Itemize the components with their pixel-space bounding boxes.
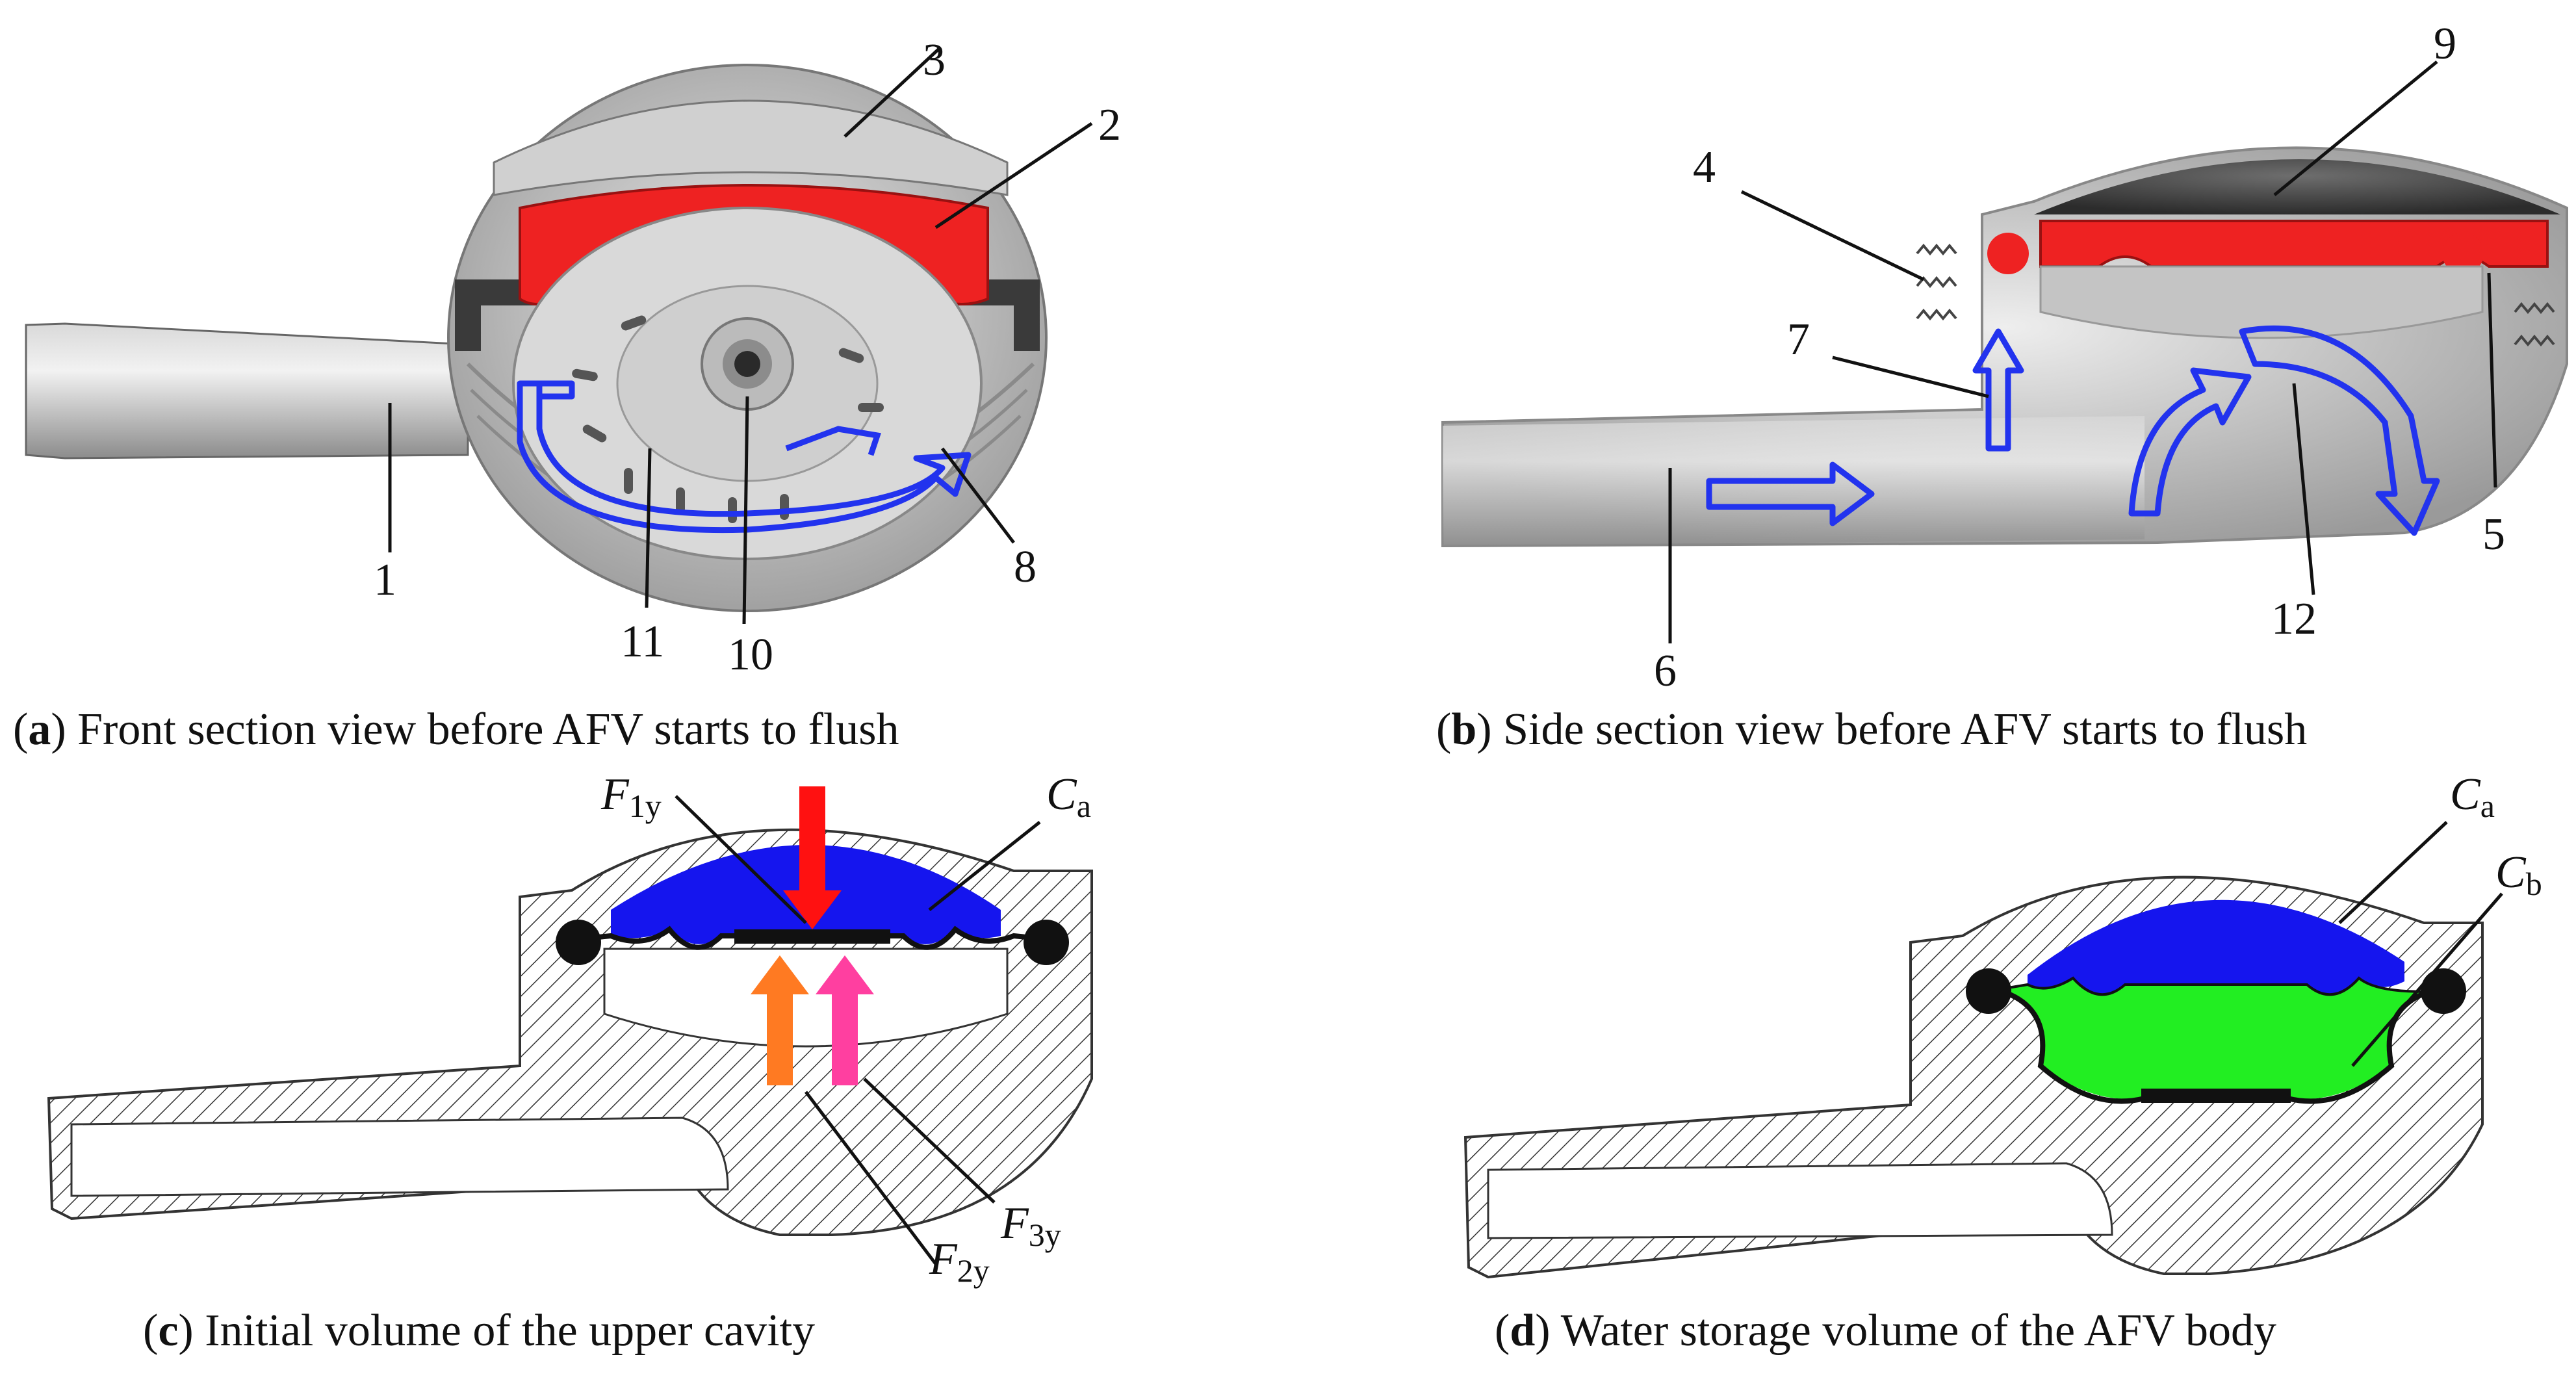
label-6: 6 [1654,646,1677,696]
caption-b-letter: b [1451,704,1476,755]
symbol-Ca-d: Ca [2450,769,2495,824]
symbol-F2y: F2y [929,1234,990,1289]
label-7: 7 [1787,315,1810,365]
caption-d-text: Water storage volume of the AFV body [1551,1306,2276,1356]
force-arrow-F1y [783,786,842,929]
caption-a-letter: a [28,704,51,755]
seal-ring-left [1987,233,2029,274]
symbol-Cb-d: Cb [2495,847,2542,902]
panel-d-water-storage: Ca Cb (d) Water storage volume of the AF… [1463,769,2542,1356]
upper-cavity-Ca-d [2028,899,2404,995]
label-2: 2 [1098,100,1121,150]
seal-left-c [556,920,601,965]
caption-b: (b) Side section view before AFV starts … [1436,704,2307,755]
caption-c-letter: c [158,1306,178,1356]
plate-d [2141,1089,2291,1103]
seal-ring-5 [2442,233,2484,274]
symbol-F1y: F1y [600,769,662,824]
symbol-F3y: F3y [1000,1198,1061,1253]
label-5: 5 [2482,510,2505,560]
symbol-Ca-c: Ca [1046,769,1091,824]
cavity-9 [2034,159,2560,214]
flow-arrow-inlet [1706,461,1875,526]
plate-c [734,929,890,944]
flow-arrow-curve [2128,367,2252,517]
label-4: 4 [1693,142,1716,192]
label-12: 12 [2271,594,2317,644]
label-1: 1 [374,555,396,605]
caption-a-text: Front section view before AFV starts to … [66,704,899,755]
caption-b-text: Side section view before AFV starts to f… [1492,704,2308,755]
panel-c-upper-cavity: F1y Ca F2y F3y (c) Initial volume of the… [47,769,1093,1356]
caption-a: (a) Front section view before AFV starts… [13,704,899,755]
panel-a-front-section: 3 2 1 8 11 10 (a) Front section view bef… [13,35,1121,755]
force-arrow-F2y [751,955,809,1085]
seal-right-c [1024,920,1069,965]
caption-c: (c) Initial volume of the upper cavity [143,1306,815,1356]
caption-d-letter: d [1510,1306,1535,1356]
label-11: 11 [621,617,664,667]
label-8: 8 [1014,542,1037,592]
label-3: 3 [923,35,946,85]
lower-cavity-Cb [2002,978,2430,1100]
caption-c-text: Initial volume of the upper cavity [194,1306,815,1356]
inlet-pipe [25,322,469,459]
flow-arrow-out [2239,325,2440,536]
panel-b-side-section: 4 7 9 5 6 12 (b) Side section view befor… [1436,19,2568,755]
flow-arrow-up [1972,328,2024,452]
force-arrow-F3y [816,955,874,1085]
caption-d: (d) Water storage volume of the AFV body [1495,1306,2276,1356]
label-10: 10 [728,630,773,680]
seal-left-d [1966,968,2011,1014]
seal-right-d [2421,968,2466,1014]
label-9: 9 [2434,19,2456,69]
